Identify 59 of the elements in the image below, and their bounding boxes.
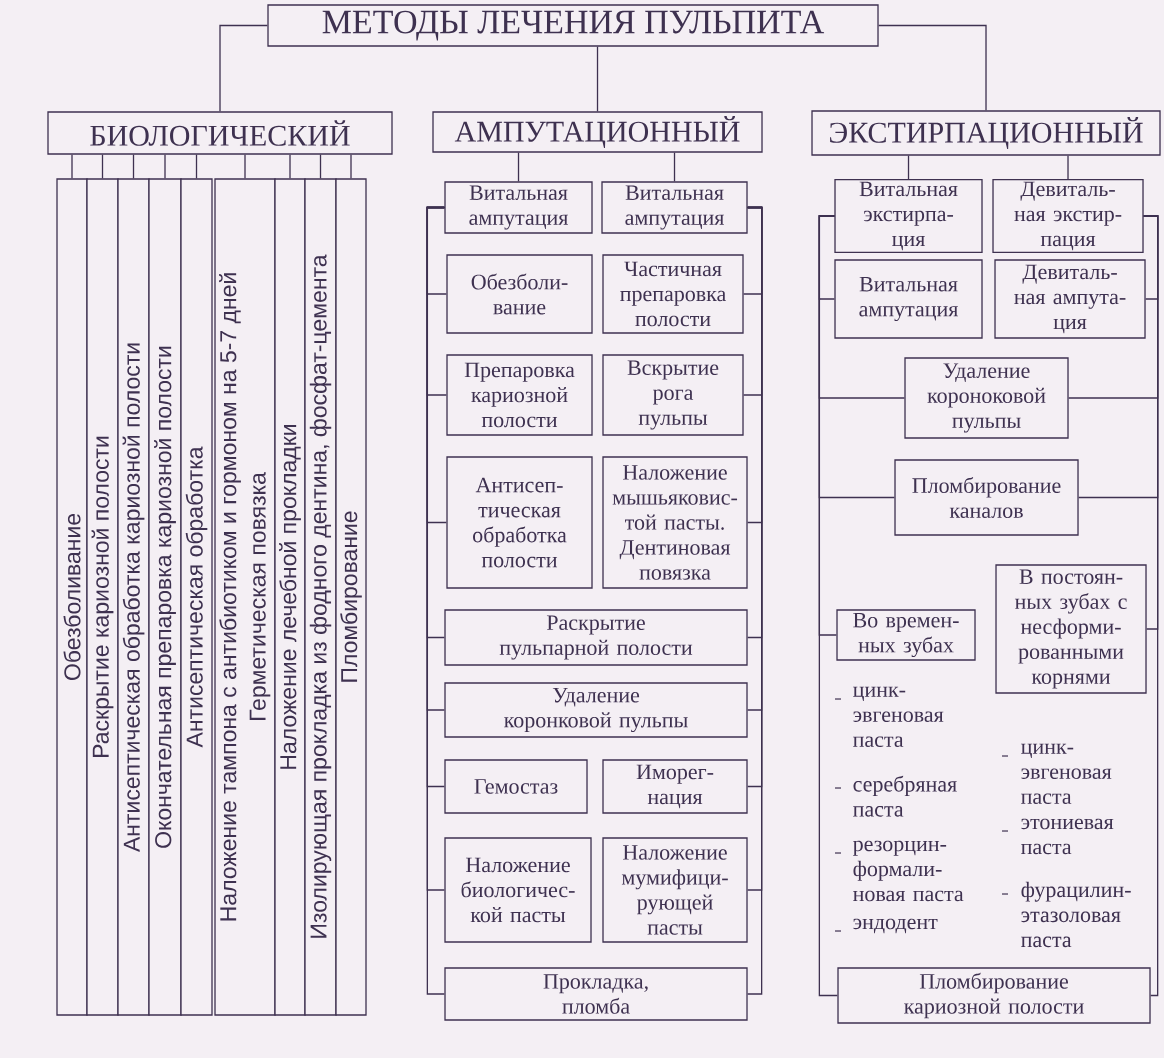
step-strip: Обезболивание bbox=[56, 178, 88, 1016]
connector-line bbox=[164, 154, 166, 179]
step-box: Девиталь- ная экстир- пация bbox=[992, 179, 1144, 253]
step-box: Гемостаз bbox=[444, 759, 588, 814]
step-box: Пломбирование кариозной полости bbox=[837, 967, 1151, 1024]
step-strip: Антисептическая обработка bbox=[180, 178, 213, 1016]
connector-line bbox=[195, 154, 198, 179]
connector-line bbox=[818, 215, 838, 997]
step-box: Удаление коронковой пульпы bbox=[444, 682, 748, 738]
step-box: Девиталь- ная ампута- ция bbox=[994, 259, 1146, 339]
connector-line bbox=[319, 154, 322, 179]
step-box: Витальная ампутация bbox=[601, 181, 748, 234]
step-box: Обезболи- вание bbox=[446, 254, 593, 334]
category-box: АМПУТАЦИОННЫЙ bbox=[432, 111, 763, 153]
connector-line bbox=[907, 155, 910, 180]
step-box: Витальная ампутация bbox=[444, 181, 593, 234]
connector-line bbox=[1067, 155, 1069, 180]
step-box: Пломбирование каналов bbox=[894, 459, 1079, 536]
step-box: Наложение биологичес- кой пасты bbox=[444, 837, 592, 943]
connector-line bbox=[350, 154, 352, 179]
step-strip: Наложение тампона с антибиотиком и гормоном на 5-7 дней Герметическая повязка bbox=[214, 178, 276, 1016]
step-box: Витальная ампутация bbox=[834, 259, 983, 339]
step-box: Препаровка кариозной полости bbox=[446, 354, 593, 436]
step-strip: Изолирующая прокладка из фодного дентина, фосфат-цемента bbox=[304, 178, 337, 1016]
connector-line bbox=[244, 154, 246, 179]
step-box: Вскрытие рога пульпы bbox=[602, 354, 744, 436]
connector-line bbox=[101, 154, 104, 179]
list-item: цинк- эвгеновая паста bbox=[834, 686, 944, 747]
connector-line bbox=[1143, 215, 1159, 997]
connector-line bbox=[517, 152, 520, 182]
step-strip: Окончательная препаровка кариозной полости bbox=[148, 178, 182, 1016]
list-item: этониевая паста bbox=[1001, 818, 1114, 855]
step-box: Наложение мумифици- рующей пасты bbox=[602, 837, 748, 943]
connector-line bbox=[289, 154, 291, 179]
step-strip: Антисептическая обработка кариозной полости bbox=[117, 178, 150, 1016]
connector-line bbox=[132, 154, 135, 179]
list-item: фурацилин- этазоловая паста bbox=[1001, 881, 1131, 948]
step-box: Удаление короноковой пульпы bbox=[904, 357, 1069, 439]
step-box: Иморег- нация bbox=[602, 759, 748, 814]
step-strip: Пломбирование bbox=[335, 178, 367, 1016]
connector-line bbox=[219, 24, 268, 112]
connector-line bbox=[596, 46, 599, 112]
step-box: В постоян- ных зубах с несформи- рованными корнями bbox=[995, 564, 1147, 694]
step-box: Витальная экстирпа- ция bbox=[834, 179, 983, 253]
category-box: ЭКСТИРПАЦИОННЫЙ bbox=[811, 110, 1161, 156]
step-box: Раскрытие пульпарной полости bbox=[444, 609, 748, 666]
connector-line bbox=[878, 24, 987, 111]
step-box: Наложение мышьяковис- той пасты. Дентиновая повязка bbox=[602, 456, 748, 589]
step-box: Прокладка, пломба bbox=[444, 967, 748, 1021]
step-strip: Раскрытие кариозной полости bbox=[86, 178, 119, 1016]
title-box: МЕТОДЫ ЛЕЧЕНИЯ ПУЛЬПИТА bbox=[267, 4, 879, 47]
connector-line bbox=[71, 154, 73, 179]
step-strip: Наложение лечебной прокладки bbox=[274, 178, 306, 1016]
step-box: Антисеп- тическая обработка полости bbox=[446, 456, 593, 589]
connector-line bbox=[673, 152, 676, 182]
list-item: эндодент bbox=[834, 918, 938, 934]
step-box: Во времен- ных зубах bbox=[836, 609, 976, 661]
step-box: Частичная препаровка полости bbox=[602, 254, 744, 334]
category-box: БИОЛОГИЧЕСКИЙ bbox=[47, 111, 393, 155]
